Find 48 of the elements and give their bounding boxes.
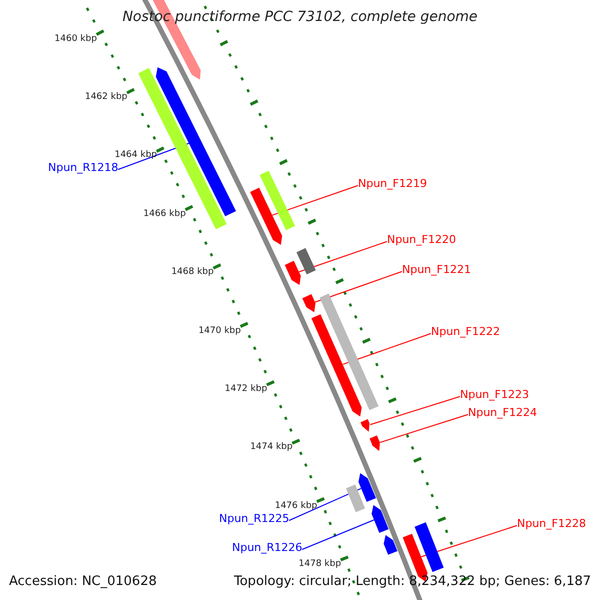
tick-label: 1476 kbp [274, 500, 318, 512]
gene-label: Npun_F1221 [402, 263, 471, 276]
gene-label: Npun_R1225 [219, 512, 290, 525]
tick-label: 1468 kbp [171, 267, 214, 278]
leader-line [370, 396, 460, 426]
gene-bar [302, 294, 316, 312]
tick-label: 1474 kbp [250, 442, 293, 454]
footer-text: Accession: NC_010628 [9, 574, 157, 589]
tick-label: 1462 kbp [84, 92, 128, 103]
gene-label: Npun_F1223 [460, 388, 529, 401]
tick-label: 1460 kbp [54, 34, 97, 45]
leader-line [379, 414, 468, 443]
gene-bar [414, 522, 444, 572]
gene-label: Npun_F1219 [358, 177, 427, 190]
gene-bar [320, 294, 379, 410]
gene-bar [360, 419, 370, 432]
title: Nostoc punctiforme PCC 73102, complete genome [121, 9, 479, 25]
tick-label: 1464 kbp [114, 150, 157, 162]
gene-bar [370, 435, 380, 451]
gene-bar [260, 170, 296, 230]
gene-bar [138, 68, 227, 230]
tick-label: 1470 kbp [198, 326, 241, 337]
gene-label: Npun_R1218 [48, 161, 118, 174]
leader-line [298, 241, 388, 272]
leader-line [118, 142, 190, 170]
gene-label: Npun_R1226 [232, 541, 302, 554]
gene-bar [296, 248, 316, 274]
leader-line [314, 271, 402, 303]
tick-label: 1478 kbp [298, 558, 342, 570]
gene-bar [311, 314, 362, 416]
gene-label: Npun_F1228 [517, 517, 586, 530]
gene-label: Npun_F1222 [431, 325, 500, 338]
gene-label: Npun_F1224 [468, 406, 537, 419]
tick-label: 1472 kbp [224, 384, 268, 395]
footer-text: Topology: circular; Length: 8,234,322 bp; Genes: 6,187 [234, 574, 592, 589]
gene-bar [384, 535, 398, 555]
gene-bar [346, 484, 366, 512]
leader-line [302, 519, 375, 550]
leader-line [342, 333, 432, 365]
gene-bar [284, 260, 301, 285]
gene-bar [250, 188, 282, 245]
gene-label: Npun_F1220 [387, 233, 456, 246]
tick-label: 1466 kbp [143, 208, 186, 220]
leader-line [420, 525, 518, 558]
gene-bar [372, 505, 389, 533]
leader-line [288, 488, 362, 521]
leader-line [272, 185, 358, 216]
gene-bar [358, 473, 376, 502]
